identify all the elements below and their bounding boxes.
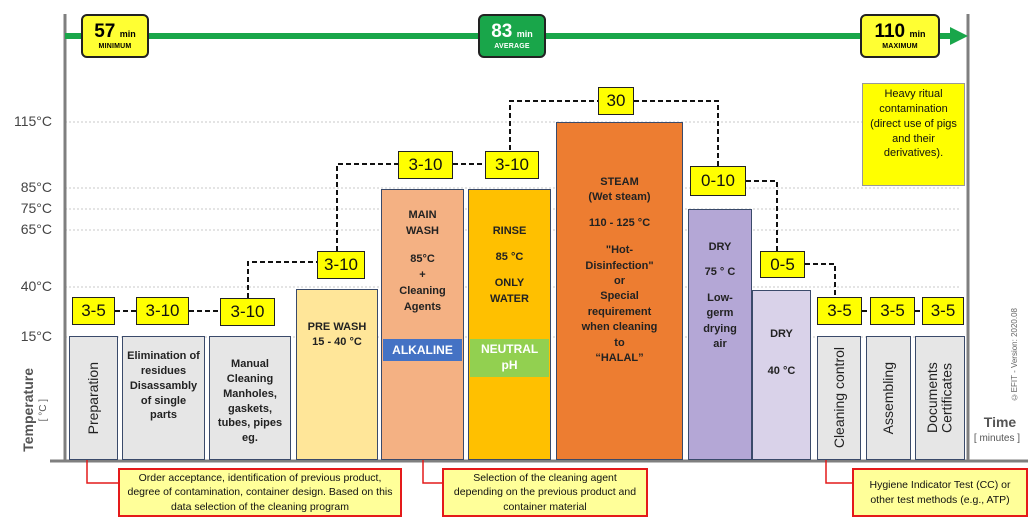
max-unit: min	[909, 29, 926, 39]
mainwash-l3: 85°C	[410, 252, 435, 265]
y-axis-label: Temperature	[19, 368, 36, 452]
phase-elimination-label: Elimination of residues Disassambly of s…	[127, 350, 200, 422]
phase-preparation-label: Preparation	[85, 361, 102, 435]
mainwash-l2: WASH	[406, 224, 439, 237]
avg-time-badge: 83 min AVERAGE	[478, 14, 546, 58]
steam-l7: Special	[600, 290, 639, 303]
min-caption: MINIMUM	[98, 43, 132, 50]
rinse-l2: 85 °C	[495, 250, 524, 263]
tick-85: 85°C	[20, 179, 52, 195]
phase-steam: STEAM (Wet steam) 110 - 125 °C "Hot- Dis…	[556, 122, 683, 460]
steam-l11: “HALAL”	[595, 351, 644, 364]
x-axis-label: Time	[983, 414, 1017, 430]
dry2-l1: DRY	[770, 328, 793, 340]
dry1-l5: drying	[703, 322, 737, 335]
rinse-l1: RINSE	[492, 225, 527, 237]
note-order: Order acceptance, identification of prev…	[118, 468, 402, 517]
steam-l9: when cleaning	[581, 321, 658, 334]
steam-l5: Disinfection"	[585, 259, 654, 272]
documents-label: Documents Certificates	[924, 362, 955, 434]
avg-unit: min	[516, 29, 533, 39]
avg-caption: AVERAGE	[494, 43, 530, 50]
phase-mainwash: MAIN WASH 85°C + Cleaning Agents	[381, 189, 464, 460]
dry1-l2: 75 ° C	[704, 266, 736, 279]
phase-assembling: Assembling	[866, 336, 911, 460]
phase-preparation: Preparation	[69, 336, 118, 460]
phase-dry2: DRY 40 °C	[752, 290, 811, 460]
min-time-badge: 57 min MINIMUM	[81, 14, 149, 58]
avg-value: 83	[491, 21, 513, 42]
duration-dry2: 0-5	[760, 251, 805, 278]
phase-prewash: PRE WASH 15 - 40 °C	[296, 289, 378, 460]
assembling-label: Assembling	[880, 361, 897, 435]
mainwash-l6: Agents	[403, 300, 442, 313]
alkaline-tag: ALKALINE	[383, 339, 462, 361]
mainwash-l4: +	[419, 268, 426, 281]
duration-steam: 30	[598, 87, 634, 115]
steam-l6: or	[614, 274, 625, 287]
heavy-contamination-note: Heavy ritual contamination (direct use o…	[862, 83, 965, 186]
dry1-l6: air	[713, 337, 727, 350]
duration-dry1: 0-10	[690, 166, 746, 196]
duration-cleaning-control: 3-5	[817, 297, 862, 325]
steam-l1: STEAM	[600, 176, 639, 188]
steam-l3: 110 - 125 °C	[588, 216, 651, 229]
dry2-l2: 40 °C	[767, 365, 796, 378]
y-axis-unit: [ °C ]	[37, 398, 49, 422]
tick-40: 40°C	[20, 278, 52, 294]
tick-15: 15°C	[20, 328, 52, 344]
dry1-l4: germ	[706, 307, 734, 320]
max-value: 110	[874, 21, 906, 42]
duration-assembling: 3-5	[870, 297, 915, 325]
duration-documents: 3-5	[922, 297, 964, 325]
phase-manual: Manual Cleaning Manholes, gaskets, tubes…	[209, 336, 291, 460]
max-caption: MAXIMUM	[882, 43, 918, 50]
steam-l2: (Wet steam)	[588, 191, 651, 204]
copyright: ©EFIT - Version: 2020.08	[1002, 300, 1026, 410]
steam-l4: "Hot-	[605, 244, 634, 257]
note-agent: Selection of the cleaning agent dependin…	[442, 468, 648, 517]
copyright-text: ©EFIT - Version: 2020.08	[1009, 308, 1019, 402]
neutral-tag: NEUTRAL pH	[470, 339, 549, 377]
phase-manual-label: Manual Cleaning Manholes, gaskets, tubes…	[217, 358, 283, 445]
phase-elimination: Elimination of residues Disassambly of s…	[122, 336, 205, 460]
mainwash-l5: Cleaning	[399, 284, 446, 297]
tick-75: 75°C	[20, 200, 52, 216]
duration-preparation: 3-5	[72, 297, 115, 325]
max-time-badge: 110 min MAXIMUM	[860, 14, 940, 58]
duration-rinse: 3-10	[485, 151, 539, 179]
duration-manual: 3-10	[220, 298, 275, 326]
tick-115: 115°C	[13, 113, 52, 129]
x-axis-unit: [ minutes ]	[973, 433, 1021, 444]
dry1-l3: Low-	[707, 291, 733, 304]
min-value: 57	[94, 21, 116, 42]
mainwash-l1: MAIN	[408, 209, 437, 221]
phase-documents: Documents Certificates	[915, 336, 965, 460]
phase-cleaning-control: Cleaning control	[817, 336, 861, 460]
y-axis-title: Temperature [ °C ]	[14, 355, 54, 465]
duration-prewash: 3-10	[317, 251, 365, 279]
rinse-l3: ONLY	[494, 276, 525, 289]
min-unit: min	[119, 29, 136, 39]
phase-dry1: DRY 75 ° C Low- germ drying air	[688, 209, 752, 460]
phase-prewash-label: PRE WASH 15 - 40 °C	[307, 321, 367, 348]
duration-mainwash: 3-10	[398, 151, 453, 179]
time-arrow-head	[950, 27, 968, 45]
steam-l8: requirement	[587, 305, 652, 318]
dry1-l1: DRY	[708, 241, 732, 253]
tick-65: 65°C	[20, 221, 52, 237]
phase-rinse: RINSE 85 °C ONLY WATER	[468, 189, 551, 460]
cleaning-control-label: Cleaning control	[830, 347, 847, 449]
note-hygiene: Hygiene Indicator Test (CC) or other tes…	[852, 468, 1028, 517]
duration-elimination: 3-10	[136, 297, 189, 325]
steam-l10: to	[614, 336, 625, 349]
rinse-l4: WATER	[490, 292, 529, 305]
